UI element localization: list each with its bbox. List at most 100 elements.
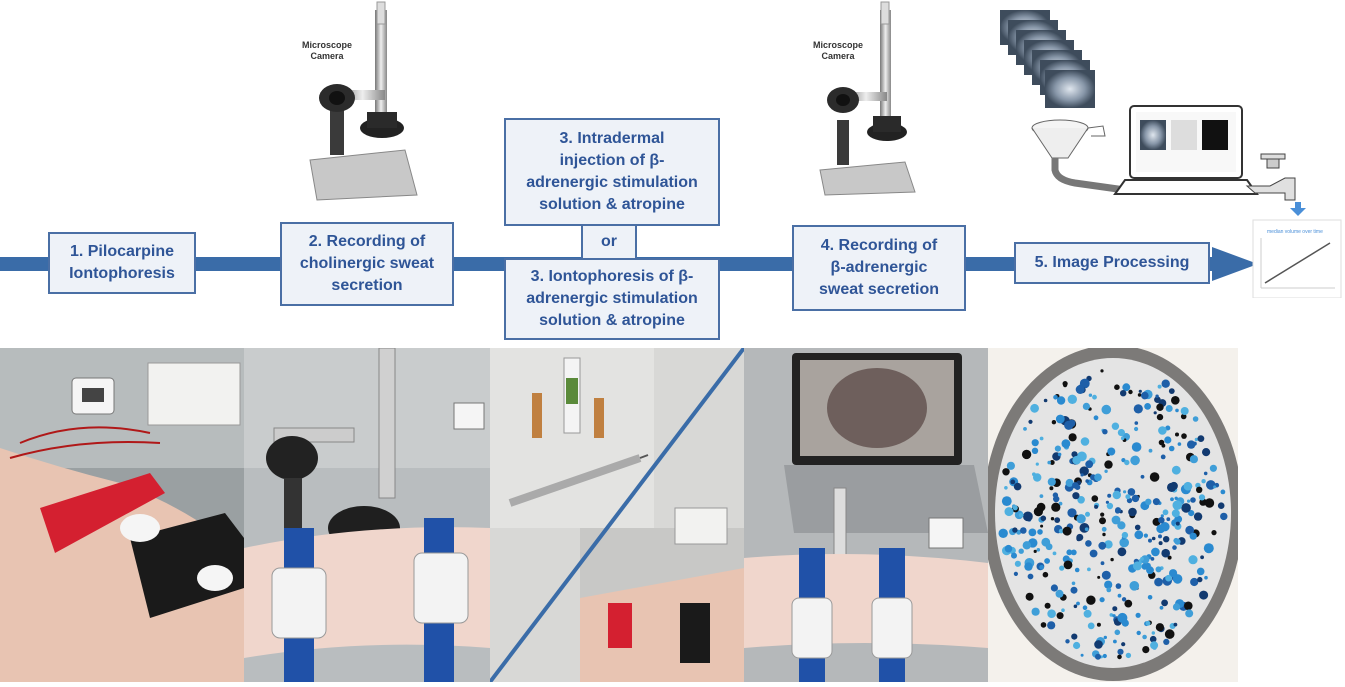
droplet — [1140, 557, 1144, 561]
droplet — [1145, 498, 1152, 505]
droplet — [1068, 419, 1076, 427]
droplet — [1065, 478, 1074, 487]
droplet — [1141, 391, 1149, 400]
microscope-icon — [309, 1, 418, 201]
droplet — [998, 528, 1008, 538]
droplet — [1134, 524, 1141, 531]
droplet — [1049, 486, 1054, 491]
droplet — [1173, 537, 1179, 544]
droplet — [1082, 605, 1088, 610]
droplet — [1125, 494, 1131, 500]
droplet — [1117, 547, 1127, 557]
droplet — [1087, 567, 1091, 572]
droplet — [1121, 642, 1126, 647]
image-stack — [1000, 10, 1095, 108]
droplet — [1171, 396, 1180, 405]
droplet — [1167, 555, 1172, 560]
droplet — [1156, 413, 1164, 421]
droplet — [1018, 548, 1024, 554]
droplet — [1076, 536, 1082, 542]
droplet — [1124, 459, 1130, 466]
droplet — [1151, 547, 1160, 557]
droplet — [1125, 652, 1132, 659]
droplet — [1192, 416, 1199, 422]
mini-chart-title: median volume over time — [1267, 229, 1323, 235]
droplet — [1172, 603, 1181, 611]
droplet — [1072, 455, 1081, 465]
droplet — [1128, 507, 1137, 517]
droplet — [1012, 527, 1018, 533]
droplet — [1071, 633, 1078, 640]
droplet — [1174, 496, 1178, 500]
droplet — [1100, 512, 1105, 517]
droplet — [1134, 426, 1139, 432]
droplet — [1117, 612, 1128, 623]
droplet — [1014, 560, 1021, 567]
droplet — [1175, 432, 1179, 437]
droplet — [1163, 638, 1170, 645]
droplet — [1184, 601, 1193, 611]
droplet — [1121, 597, 1127, 602]
droplet — [1070, 586, 1078, 594]
droplet — [1104, 540, 1113, 549]
droplet — [1188, 510, 1195, 517]
droplet — [1047, 621, 1056, 630]
droplet — [1101, 526, 1107, 532]
droplet — [1089, 549, 1098, 558]
droplet — [1023, 427, 1027, 431]
droplet — [1132, 561, 1142, 571]
droplet — [1101, 404, 1112, 415]
droplet — [1097, 575, 1101, 579]
droplet — [1112, 490, 1121, 500]
droplet — [1037, 529, 1043, 535]
droplet — [1086, 595, 1096, 605]
droplet — [1199, 590, 1209, 600]
droplet — [1197, 435, 1205, 442]
droplet — [1128, 389, 1133, 395]
droplet — [1149, 635, 1157, 643]
droplet — [1158, 426, 1167, 435]
droplet — [1157, 384, 1162, 389]
droplet — [1030, 403, 1039, 413]
droplet — [1155, 623, 1164, 632]
photo-stimulation-solution — [490, 348, 744, 682]
droplet — [1094, 640, 1103, 649]
droplet — [1110, 557, 1114, 562]
droplet — [1044, 602, 1051, 609]
droplet — [1147, 595, 1153, 600]
droplet — [1135, 612, 1141, 618]
droplet — [1094, 473, 1102, 482]
droplet — [1066, 549, 1073, 556]
droplet — [1054, 517, 1061, 523]
photo-pilocarpine-iontophoresis — [0, 348, 244, 682]
droplet — [1039, 436, 1044, 441]
droplet — [1075, 385, 1085, 394]
droplet — [1164, 436, 1172, 444]
droplet — [1124, 599, 1133, 608]
droplet — [1074, 484, 1081, 490]
droplet — [1113, 639, 1117, 644]
droplet — [1035, 462, 1039, 466]
droplet — [1165, 405, 1173, 412]
droplet — [1156, 524, 1166, 534]
droplet — [1071, 451, 1078, 458]
droplet — [1043, 398, 1048, 403]
droplet — [1177, 442, 1182, 446]
droplet — [1052, 551, 1057, 556]
droplet — [1085, 479, 1089, 483]
droplet — [1024, 562, 1033, 571]
droplet — [1084, 527, 1089, 532]
droplet — [1061, 439, 1071, 448]
droplet — [1174, 515, 1183, 524]
droplet — [1220, 512, 1228, 521]
droplet — [1047, 460, 1051, 465]
droplet — [1127, 488, 1136, 496]
droplet — [1143, 533, 1148, 538]
droplet — [1168, 388, 1175, 394]
droplet — [1107, 447, 1116, 456]
droplet — [1047, 609, 1056, 618]
droplet — [1134, 421, 1139, 425]
